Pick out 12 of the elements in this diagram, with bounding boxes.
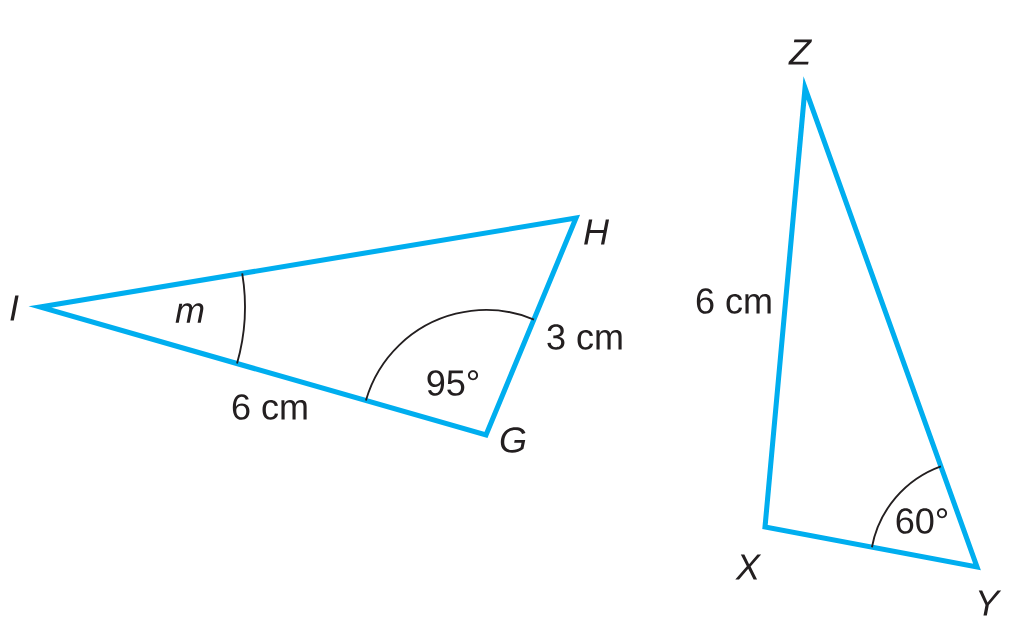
side-length-label: 6 cm: [696, 288, 771, 314]
angle-label: 95°: [427, 370, 479, 396]
vertex-label: Y: [978, 590, 1002, 616]
vertex-label: G: [500, 427, 526, 453]
vertex-label: H: [584, 219, 610, 245]
vertex-label: X: [735, 554, 762, 580]
angle-label: m: [175, 303, 204, 323]
angle-label: 60°: [896, 508, 948, 534]
vertex-label: Z: [788, 39, 812, 65]
side-length-label: 3 cm: [547, 324, 622, 350]
vertex-label: I: [10, 295, 19, 321]
side-length-label: 6 cm: [232, 394, 307, 420]
